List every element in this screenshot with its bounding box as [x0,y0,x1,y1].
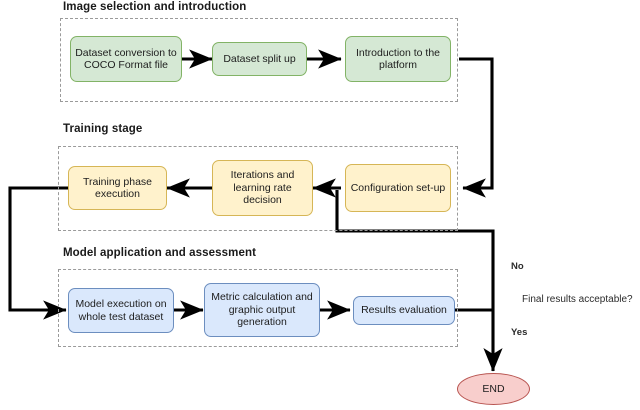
terminator-end[interactable]: END [457,373,530,405]
section-container-training-stage [58,146,458,231]
node-model-execution[interactable]: Model execution on whole test dataset [68,288,174,333]
section-title-training-stage: Training stage [63,123,143,135]
node-introduction-to-platform[interactable]: Introduction to the platform [345,36,451,82]
node-dataset-conversion[interactable]: Dataset conversion to COCO Format file [70,36,182,82]
node-results-evaluation[interactable]: Results evaluation [353,296,455,325]
decision-branch-no-label: No [511,261,524,272]
node-metric-calculation[interactable]: Metric calculation and graphic output ge… [204,283,320,337]
section-container-image-selection [60,18,458,102]
section-container-model-application [58,269,458,347]
decision-question-label: Final results acceptable? [522,294,633,305]
node-dataset-split[interactable]: Dataset split up [212,42,307,76]
decision-branch-yes-label: Yes [511,327,528,338]
node-configuration-setup[interactable]: Configuration set-up [345,164,451,212]
node-iterations-learning-rate[interactable]: Iterations and learning rate decision [212,160,313,216]
edge-introduction-to-configuration [459,57,494,198]
section-title-image-selection: Image selection and introduction [63,1,247,13]
section-title-model-application: Model application and assessment [63,247,257,259]
node-training-phase-execution[interactable]: Training phase execution [68,166,167,210]
